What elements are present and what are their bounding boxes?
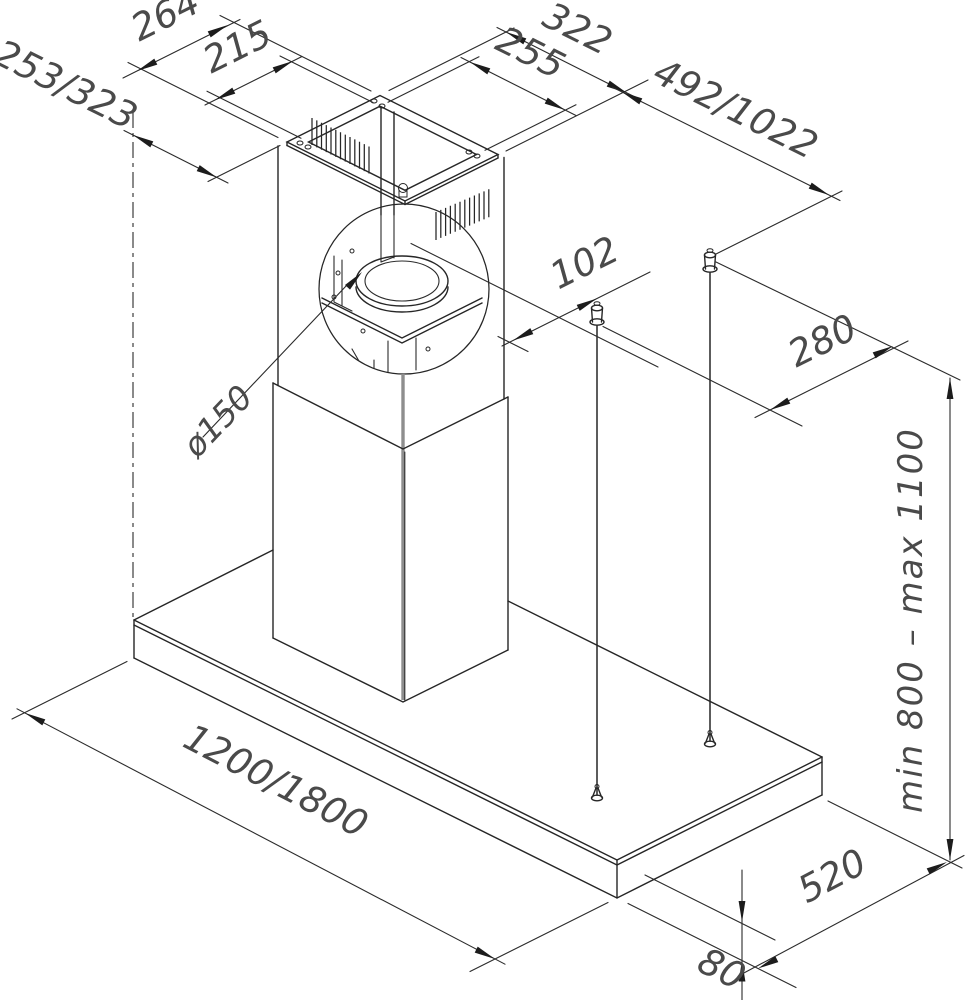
duct-spigot-rim <box>355 255 449 307</box>
dim-duct-to-cable: 102 <box>410 228 659 368</box>
mounting-plate <box>321 297 483 344</box>
dim-hood-depth: 520 <box>627 840 965 989</box>
chimney-upper-section <box>277 107 505 400</box>
vent-slats-right-face <box>435 189 490 240</box>
dim-label-520: 520 <box>791 840 874 911</box>
chimney-lower-section <box>272 374 509 703</box>
suspension-cable-right <box>702 248 718 748</box>
dim-label-215: 215 <box>196 12 278 82</box>
dim-label-80: 80 <box>691 939 752 999</box>
dim-label-height-range: min 800 – max 1100 <box>891 427 931 813</box>
dim-label-280: 280 <box>781 306 863 376</box>
ceiling-mount-frame <box>285 94 500 206</box>
suspension-cable-left <box>589 301 605 802</box>
dim-label-102: 102 <box>543 228 625 298</box>
dim-label-1200-1800: 1200/1800 <box>177 715 375 846</box>
duct-cutaway-detail <box>318 203 490 375</box>
hood-canopy <box>133 549 823 899</box>
dim-label-253-323: 253/323 <box>0 31 144 138</box>
dim-label-492-1022: 492/1022 <box>647 50 825 168</box>
keyhole-slot-icon <box>398 183 408 193</box>
dim-mounting-height: min 800 – max 1100 <box>827 377 963 869</box>
vent-slats-inner <box>311 118 370 174</box>
dim-cable-spacing: 280 <box>602 261 961 427</box>
dim-frame-inner-depth: 215 <box>196 12 374 139</box>
dim-hood-body-height: 80 <box>644 869 776 1000</box>
